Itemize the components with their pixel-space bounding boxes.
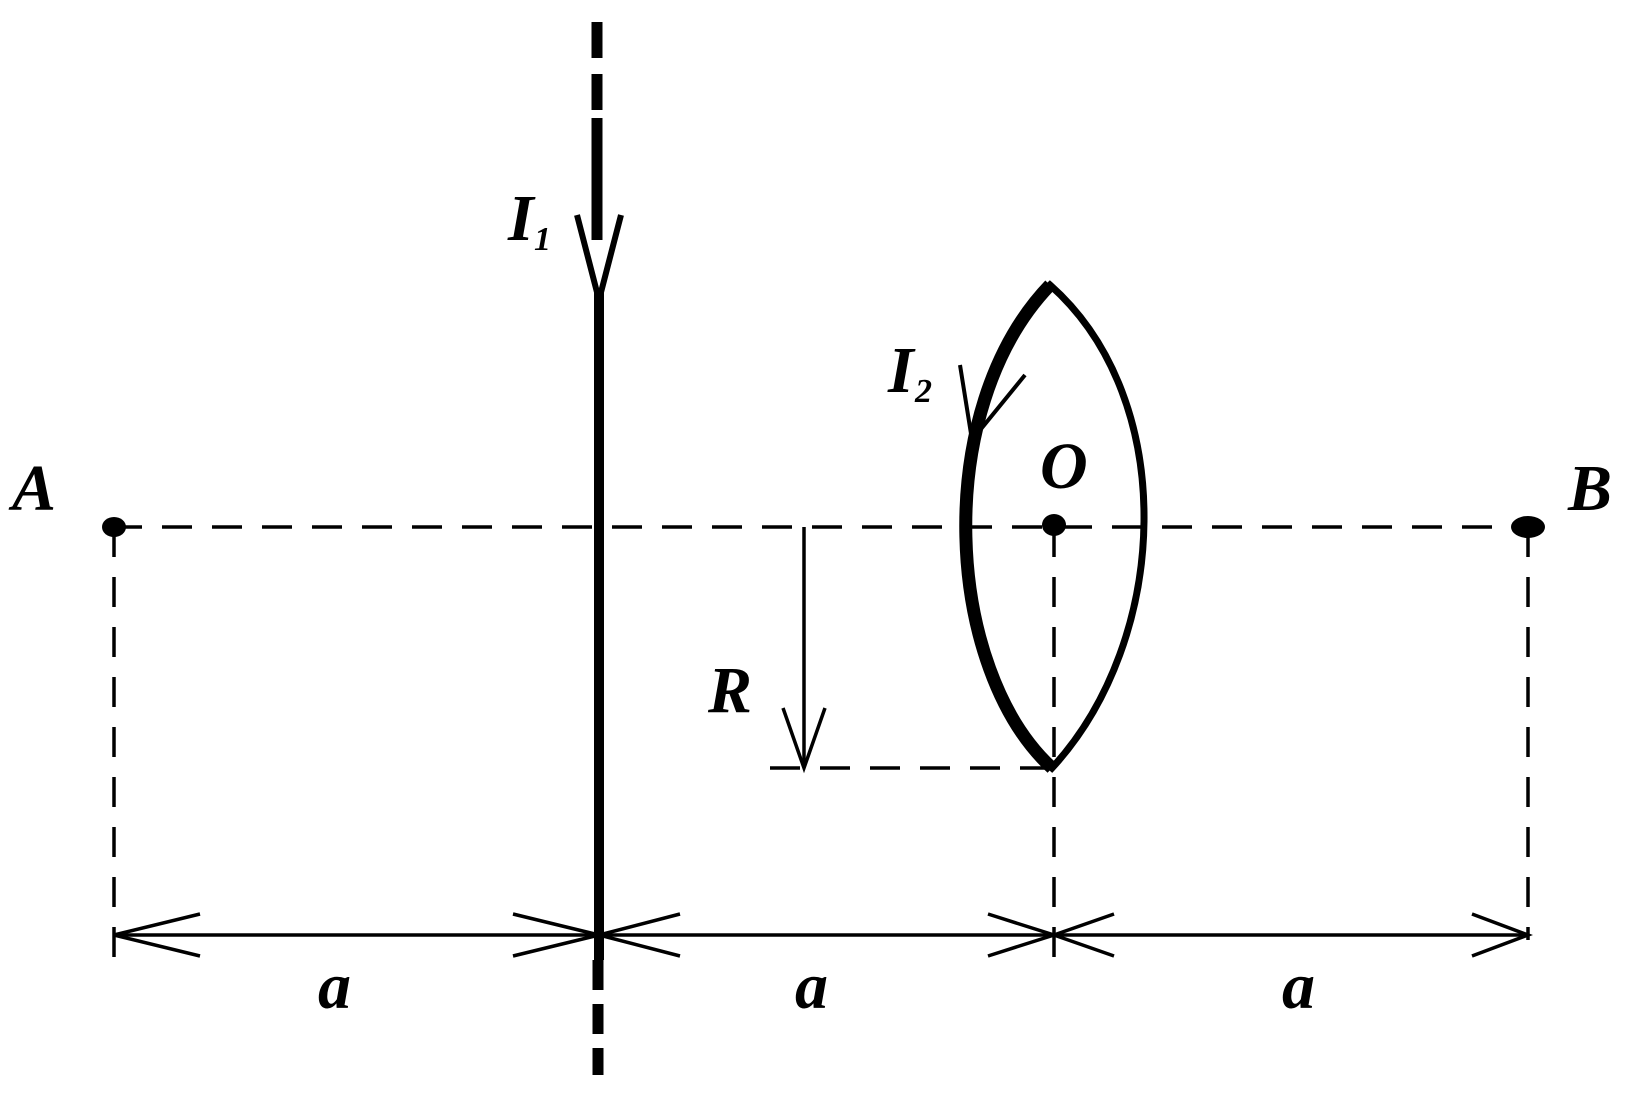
dimension-arrow-o-right-icon <box>1048 912 1115 958</box>
label-current-2: I <box>887 334 916 407</box>
point-b-dot <box>1511 516 1545 538</box>
label-current-2-sub: 2 <box>914 373 932 410</box>
label-spacing-2: a <box>795 950 828 1023</box>
dimension-arrow-b-icon <box>1471 912 1533 958</box>
dimension-arrow-wire-right-icon <box>592 912 681 958</box>
radius-arrow-icon <box>781 707 827 774</box>
label-point-a: A <box>8 452 56 525</box>
label-spacing-1: a <box>318 950 351 1023</box>
label-spacing-3: a <box>1282 950 1315 1023</box>
current-1-arrow-icon <box>574 214 624 312</box>
point-o-dot <box>1042 514 1066 536</box>
label-current-1-sub: 1 <box>534 221 551 258</box>
label-center-o: O <box>1040 430 1088 503</box>
point-a-dot <box>102 517 126 537</box>
current-2-arrow-icon <box>958 364 1027 445</box>
current-loop-thick-side <box>959 280 1057 773</box>
label-point-b: B <box>1567 452 1612 525</box>
label-radius: R <box>707 654 752 727</box>
label-current-1: I <box>507 182 536 255</box>
dimension-arrow-a-icon <box>113 912 201 958</box>
